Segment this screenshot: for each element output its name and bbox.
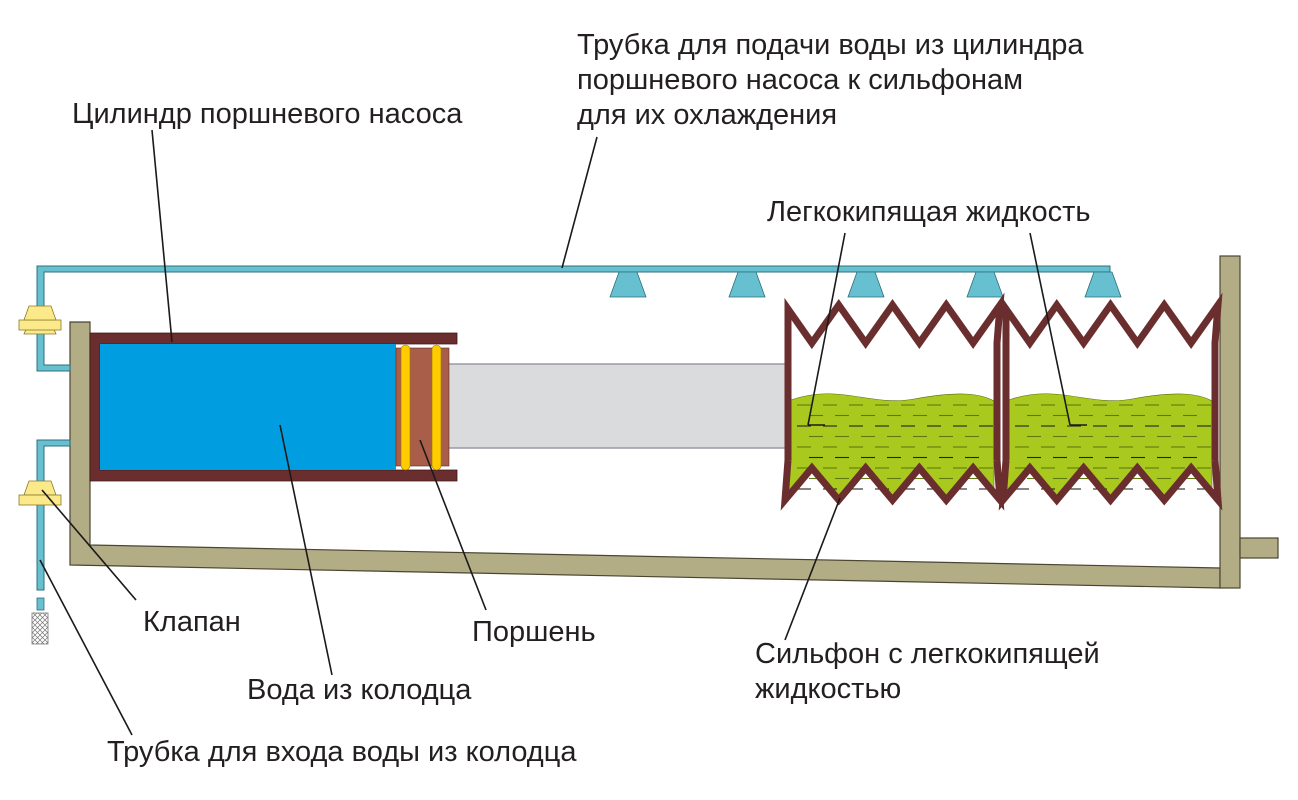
label-well-water: Вода из колодца — [247, 674, 472, 706]
label-volatile-liquid: Легкокипящая жидкость — [767, 196, 1091, 228]
nozzle-icon — [609, 271, 647, 298]
valve-cap — [23, 305, 57, 321]
inlet-pipe — [36, 439, 71, 591]
piston-ring — [431, 344, 442, 471]
bellows — [998, 292, 1223, 511]
label-pump-cylinder: Цилиндр поршневого насоса — [72, 98, 463, 130]
label-valve: Клапан — [143, 606, 241, 638]
leader-piston — [419, 439, 487, 611]
label-feed-tube-line-2: поршневого насоса к сильфонам — [577, 64, 1024, 96]
nozzle-icon — [728, 271, 766, 298]
valve-base — [18, 319, 62, 331]
leader-pump-cylinder — [151, 129, 173, 343]
bellows — [780, 292, 1005, 511]
bellows-top-wall — [1002, 292, 1223, 460]
valve-base — [18, 494, 62, 506]
label-piston: Поршень — [472, 616, 596, 648]
label-bellows-line-1: Сильфон с легкокипящей — [755, 638, 1100, 670]
frame-right-post — [1219, 255, 1241, 589]
leader-volatile-liquid-2 — [1029, 232, 1071, 426]
well-water — [100, 344, 396, 470]
leader-well-water — [279, 424, 333, 676]
leader-bellows — [784, 497, 841, 641]
leader-inlet-tube — [39, 559, 133, 736]
nozzle-icon — [966, 271, 1004, 298]
support-frame — [69, 255, 1279, 589]
bellows-group — [780, 292, 1223, 511]
nozzle-icon — [847, 271, 885, 298]
bellows-bottom-wall — [998, 459, 1223, 511]
strainer-icon — [31, 612, 49, 645]
leader-valve — [41, 489, 137, 601]
label-feed-tube: Трубка для подачи воды из цилиндра поршн… — [577, 28, 1083, 133]
valve-upper — [18, 305, 62, 335]
volatile-liquid — [784, 393, 1001, 505]
bellows-bottom-wall — [780, 459, 1005, 511]
nozzle-icon — [1084, 271, 1122, 298]
inlet-pipe-tail — [36, 597, 45, 611]
valve-cap — [23, 480, 57, 496]
volatile-liquid — [1002, 393, 1219, 505]
label-bellows-line-2: жидкостью — [755, 673, 902, 705]
leader-feed-tube — [561, 136, 598, 269]
bellows-top-wall — [784, 292, 1005, 460]
label-inlet-tube: Трубка для входа воды из колодца — [107, 736, 577, 768]
leader-lines — [39, 129, 1087, 736]
label-bellows: Сильфон с легкокипящей жидкостью — [755, 637, 1100, 707]
leader-volatile-liquid-1 — [807, 232, 846, 426]
label-feed-tube-line-3: для их охлаждения — [577, 99, 838, 131]
label-feed-tube-line-1: Трубка для подачи воды из цилиндра — [577, 29, 1084, 61]
piston-rod — [447, 363, 787, 449]
piston-ring — [400, 344, 411, 471]
valve-lower — [18, 480, 62, 506]
well-inlet-pipe — [31, 439, 100, 645]
piston — [395, 344, 450, 471]
spray-nozzles — [609, 271, 1122, 298]
frame-outlet-stub — [1239, 537, 1279, 559]
pump-cylinder — [89, 332, 458, 482]
top-pipe — [36, 265, 1111, 372]
